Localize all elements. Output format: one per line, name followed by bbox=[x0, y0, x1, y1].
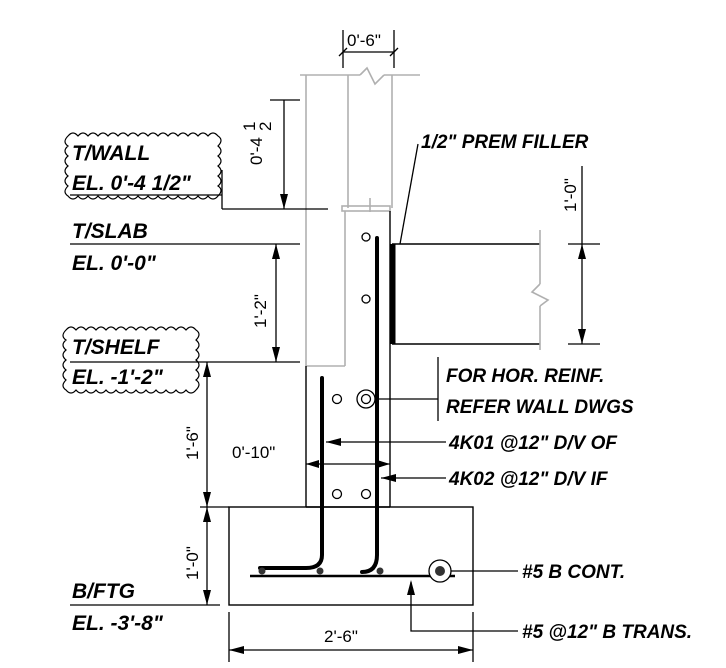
rebar-4k02 bbox=[360, 236, 379, 574]
dim-text-wall-top-width: 0'-6" bbox=[347, 31, 381, 50]
dim-wall-top-width: 0'-6" bbox=[338, 30, 399, 68]
note-text-prem-filler: 1/2" PREM FILLER bbox=[421, 132, 589, 153]
dim-slab-thickness: 1'-0" bbox=[561, 166, 600, 345]
level-b-ftg-name: B/FTG bbox=[72, 580, 135, 603]
longitudinal-bars bbox=[258, 232, 452, 583]
note-text-b-trans: #5 @12" B TRANS. bbox=[522, 622, 692, 643]
note-prem-filler: 1/2" PREM FILLER bbox=[399, 132, 589, 245]
rebar-group bbox=[250, 236, 455, 578]
level-t-wall-name: T/WALL bbox=[72, 142, 150, 165]
note-b-trans: #5 @12" B TRANS. bbox=[407, 580, 692, 643]
dim-text-wall-height-den: 2 bbox=[256, 122, 275, 131]
level-t-slab-name: T/SLAB bbox=[72, 220, 148, 243]
dim-text-footing-depth: 1'-0" bbox=[183, 546, 202, 580]
level-t-shelf-name: T/SHELF bbox=[72, 336, 161, 359]
note-text-hor-reinf-1: FOR HOR. REINF. bbox=[446, 366, 604, 387]
dim-wall-width: 0'-10" bbox=[232, 443, 390, 468]
slab bbox=[392, 230, 550, 350]
level-t-wall-elevation: EL. 0'-4 1/2" bbox=[72, 172, 192, 195]
dim-text-wall-height-main: 0'-4 bbox=[247, 137, 266, 165]
note-b-cont: #5 B CONT. bbox=[451, 562, 625, 583]
note-hor-reinf: FOR HOR. REINF. REFER WALL DWGS bbox=[375, 357, 634, 421]
dim-text-shelf-to-footing: 1'-6" bbox=[183, 426, 202, 460]
dim-wall-height: 0'-4 1 2 bbox=[240, 99, 300, 209]
dim-text-footing-width: 2'-6" bbox=[324, 627, 358, 646]
revision-cloud-t-shelf bbox=[62, 326, 200, 394]
footing bbox=[228, 506, 474, 606]
dim-footing-width: 2'-6" bbox=[228, 612, 474, 662]
dim-shelf-to-footing: 1'-6" bbox=[183, 362, 229, 508]
level-lines bbox=[70, 170, 328, 606]
level-t-shelf-elevation: EL. -1'-2" bbox=[72, 366, 164, 389]
dim-text-wall-width: 0'-10" bbox=[232, 443, 275, 462]
note-text-hor-reinf-2: REFER WALL DWGS bbox=[446, 397, 634, 418]
note-text-4k01: 4K01 @12" D/V OF bbox=[448, 433, 618, 454]
dim-footing-depth: 1'-0" bbox=[183, 507, 211, 605]
dim-text-slab-to-shelf: 1'-2" bbox=[251, 294, 270, 328]
rebar-4k01 bbox=[258, 376, 324, 570]
upper-wall-outline bbox=[300, 66, 420, 367]
dim-slab-to-shelf: 1'-2" bbox=[251, 244, 280, 362]
note-4k01: 4K01 @12" D/V OF bbox=[326, 433, 618, 454]
dim-text-wall-height-num: 1 bbox=[240, 122, 259, 131]
level-t-slab-elevation: EL. 0'-0" bbox=[72, 252, 157, 275]
revision-cloud-t-wall bbox=[64, 132, 222, 200]
note-4k02: 4K02 @12" D/V IF bbox=[381, 469, 609, 490]
note-text-4k02: 4K02 @12" D/V IF bbox=[448, 469, 609, 490]
note-text-b-cont: #5 B CONT. bbox=[522, 562, 625, 583]
dim-text-slab-thickness: 1'-0" bbox=[561, 178, 580, 212]
level-b-ftg-elevation: EL. -3'-8" bbox=[72, 612, 164, 635]
